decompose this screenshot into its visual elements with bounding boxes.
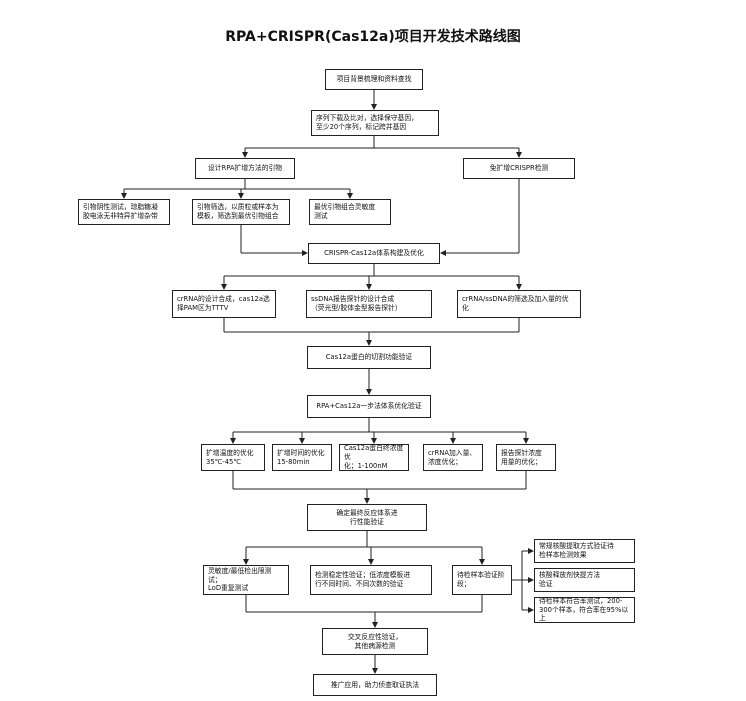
node-sample-validation: 待检样本验证阶 段； xyxy=(452,565,512,595)
node-primer-sensitivity: 最优引物组合灵敏度 测试 xyxy=(309,199,391,225)
node-primer-negative-test: 引物阴性测试，琼脂糖凝 胶电泳无非特异扩增杂带 xyxy=(78,199,170,225)
node-sequence-alignment: 序列下载及比对，选择保守基因， 至少20个序列，标记跨并基因 xyxy=(311,110,439,136)
node-sample-concordance: 待检样本符合率测试，200- 300个样本，符合率在95%以上 xyxy=(534,597,635,623)
node-cas12a-cleavage-validation: Cas12a蛋白的切割功能验证 xyxy=(307,346,431,369)
node-final-system-validation: 确定最终反应体系进 行性能验证 xyxy=(307,504,427,531)
node-temperature-optimization: 扩增温度的优化 35℃-45℃ xyxy=(201,444,265,471)
node-background-research: 项目背景梳理和资料查找 xyxy=(325,69,423,90)
node-time-optimization: 扩增时间的优化 15-80min xyxy=(272,444,332,471)
node-crispr-system-build: CRISPR-Cas12a体系构建及优化 xyxy=(308,243,440,264)
node-nucleic-acid-release: 核酸释放剂快提方法 验证 xyxy=(534,568,635,592)
node-crrna-amount: crRNA加入量、 浓度优化； xyxy=(423,444,483,471)
node-probe-concentration: 报告探针浓度 用量的优化； xyxy=(496,444,556,471)
node-primer-screening: 引物筛选，以质粒或样本为 模板，筛选到最优引物组合 xyxy=(192,199,290,225)
node-conventional-extraction: 常规核酸提取方式验证待 检样本检测效果 xyxy=(534,539,635,563)
node-cross-reactivity: 交叉反应性验证， 其他病源检测 xyxy=(322,628,428,655)
node-cas12a-concentration: Cas12a蛋白终浓度优 化；1-100nM xyxy=(339,444,409,471)
node-one-step-optimization: RPA+Cas12a一步法体系优化验证 xyxy=(307,395,431,418)
node-rpa-primer-design: 设计RPA扩增方法的引物 xyxy=(195,158,295,179)
node-sensitivity-lod-test: 灵敏度/最低检出限测试； LoD重复测试 xyxy=(203,565,289,595)
node-amplification-free-crispr: 免扩增CRISPR检测 xyxy=(463,158,575,179)
node-ssdna-probe-design: ssDNA报告探针的设计合成 （荧光型/胶体金型报告探针） xyxy=(306,290,432,318)
node-application: 推广应用，助力侦查取证执法 xyxy=(313,674,437,696)
node-stability-validation: 检测稳定性验证；低浓度模板进 行不同时间、不同次数的验证 xyxy=(310,565,432,595)
node-crrna-ssdna-optimization: crRNA/ssDNA的筛选及加入量的优 化 xyxy=(457,290,581,318)
node-crrna-design: crRNA的设计合成，cas12a选 择PAM区为TTTV xyxy=(172,290,276,318)
page-title: RPA+CRISPR(Cas12a)项目开发技术路线图 xyxy=(225,29,521,45)
